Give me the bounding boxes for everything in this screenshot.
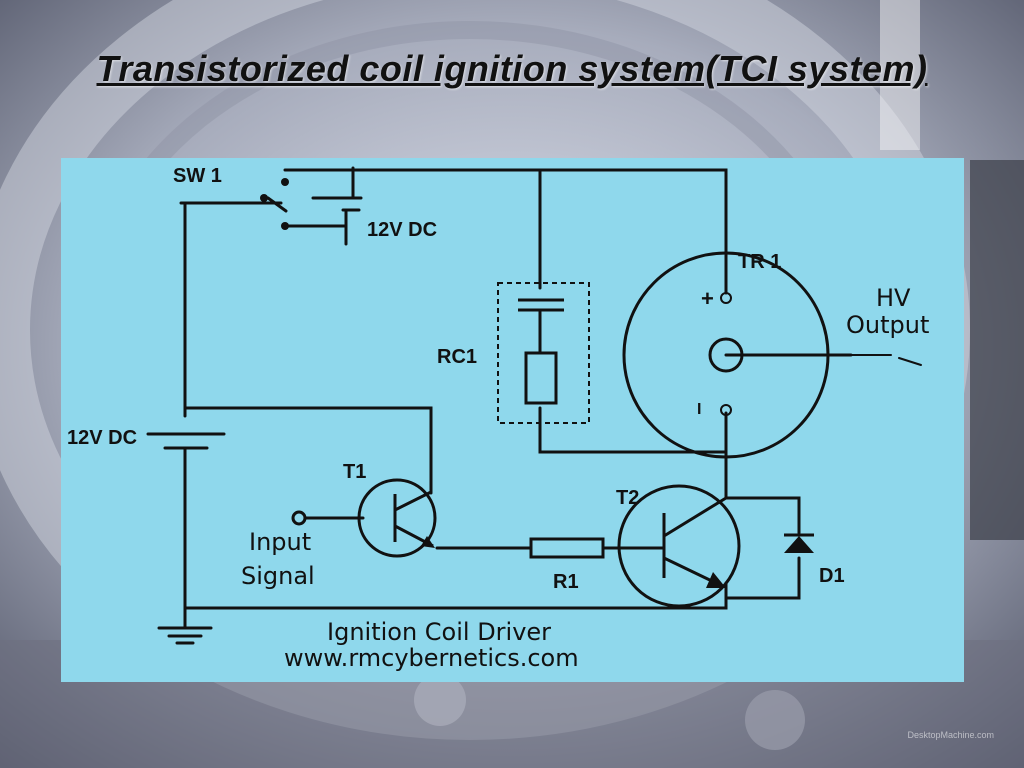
diagram-background <box>61 158 964 682</box>
rc1-resistor <box>524 351 558 405</box>
ground-symbol <box>157 606 213 645</box>
label-sw1: SW 1 <box>173 165 222 187</box>
transistor-t1 <box>357 478 437 558</box>
caption-url: www.rmcybernetics.com <box>284 644 579 672</box>
diode-d1 <box>784 536 814 553</box>
watermark: DesktopMachine.com <box>907 730 994 740</box>
wire-t1-collector <box>183 406 433 495</box>
tr1-plus-terminal <box>720 292 732 304</box>
label-r1: R1 <box>553 571 579 593</box>
wire-d1-bottom <box>724 556 801 600</box>
label-t1: T1 <box>343 461 366 483</box>
label-output: Output <box>846 311 929 339</box>
label-plus: + <box>701 286 714 311</box>
label-rc1: RC1 <box>437 346 477 368</box>
label-signal: Signal <box>241 562 315 590</box>
resistor-r1 <box>529 537 605 559</box>
rc1-dashed-box <box>497 282 590 424</box>
label-battery-left: 12V DC <box>67 427 137 449</box>
caption-title: Ignition Coil Driver <box>327 618 551 646</box>
tr1-coil <box>622 251 830 459</box>
label-tr1: TR 1 <box>738 251 781 273</box>
label-d1: D1 <box>819 565 845 587</box>
circuit-diagram: SW 1 12V DC 12V DC TR 1 + I HV Output RC… <box>61 158 964 682</box>
wire-ground <box>183 581 728 610</box>
label-t2: T2 <box>616 487 639 509</box>
switch-blade <box>266 196 288 213</box>
label-hv: HV <box>876 284 911 312</box>
label-battery-top: 12V DC <box>367 219 437 241</box>
tr1-center-terminal <box>708 337 744 373</box>
tr1-minus-terminal <box>720 404 732 416</box>
label-input: Input <box>249 528 311 556</box>
input-terminal <box>291 510 307 526</box>
wire-left <box>179 201 283 418</box>
wire-d1-top <box>724 496 801 535</box>
label-minus: I <box>697 401 701 418</box>
slide-title: Transistorized coil ignition system(TCI … <box>96 48 928 89</box>
transistor-t2 <box>617 484 741 608</box>
